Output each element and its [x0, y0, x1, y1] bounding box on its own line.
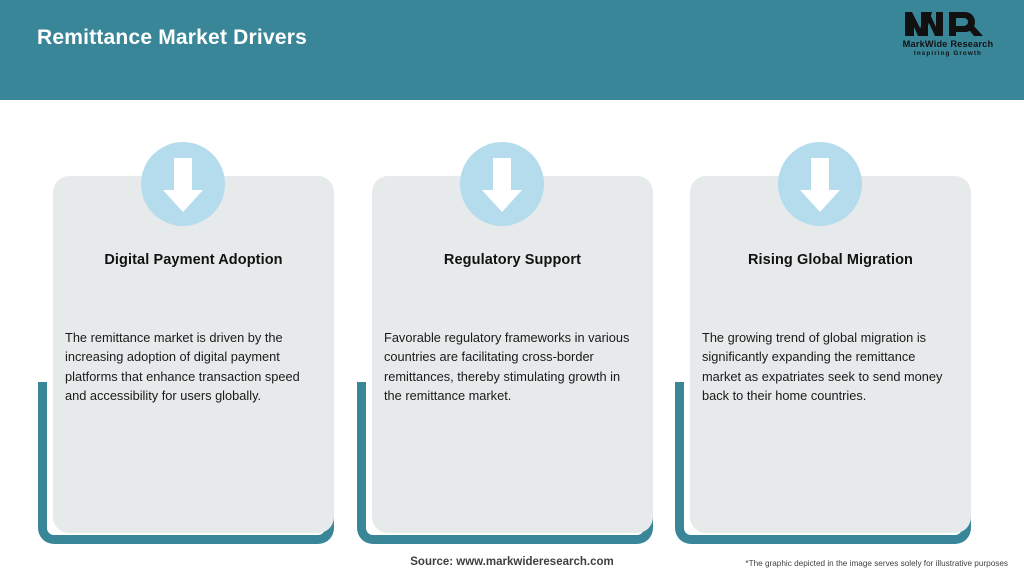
driver-card-3[interactable]: Rising Global Migration The growing tren… — [675, 142, 985, 544]
card-title: Regulatory Support — [443, 252, 582, 268]
card-body-text: The growing trend of global migration is… — [702, 330, 943, 404]
card-body-text: Favorable regulatory frameworks in vario… — [384, 330, 630, 404]
brand-logo: MarkWide Research Inspiring Growth — [896, 10, 1000, 60]
header-bar: Remittance Market Drivers MarkWide Resea… — [0, 0, 1024, 100]
disclaimer-note: *The graphic depicted in the image serve… — [745, 559, 1008, 568]
logo-company-name: MarkWide Research — [902, 39, 994, 49]
driver-card-2[interactable]: Regulatory Support Favorable regulatory … — [357, 142, 667, 544]
page-title: Remittance Market Drivers — [37, 26, 307, 49]
card-panel: Regulatory Support Favorable regulatory … — [372, 176, 653, 533]
card-title: Digital Payment Adoption — [104, 252, 283, 268]
down-arrow-icon — [460, 142, 544, 226]
down-arrow-icon — [141, 142, 225, 226]
mwr-monogram-icon — [905, 12, 983, 36]
card-body-text: The remittance market is driven by the i… — [65, 330, 300, 404]
card-title: Rising Global Migration — [747, 252, 914, 268]
driver-card-1[interactable]: Digital Payment Adoption The remittance … — [38, 142, 348, 544]
down-arrow-icon — [778, 142, 862, 226]
card-panel: Digital Payment Adoption The remittance … — [53, 176, 334, 533]
card-panel: Rising Global Migration The growing tren… — [690, 176, 971, 533]
logo-tagline: Inspiring Growth — [914, 50, 982, 57]
source-label[interactable]: Source: www.markwideresearch.com — [410, 556, 614, 568]
